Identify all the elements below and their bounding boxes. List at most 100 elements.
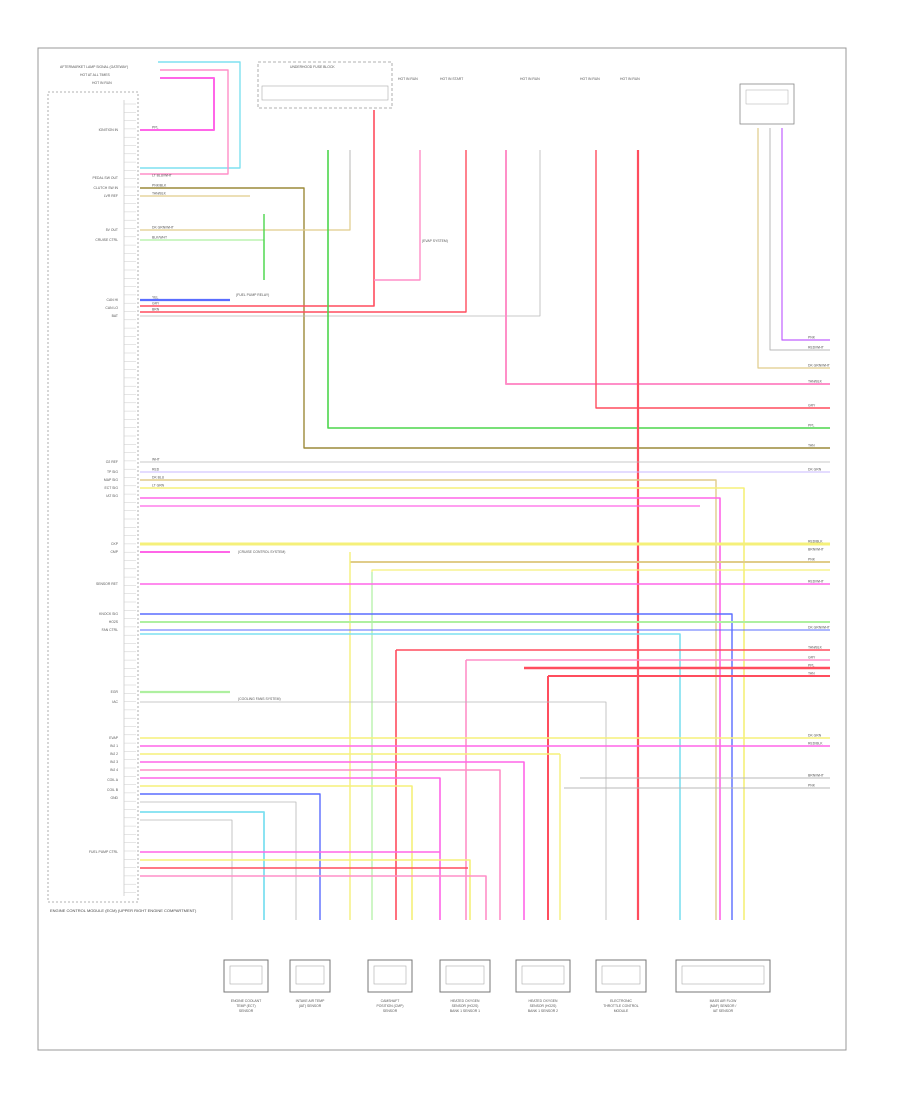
wire — [505, 150, 830, 385]
component-label: (IAT) SENSOR — [299, 1004, 322, 1008]
top-label-2: HOT AT ALL TIMES — [80, 73, 111, 77]
fuse-block-label: UNDERHOOD FUSE BLOCK — [290, 65, 335, 69]
wire — [374, 150, 421, 281]
right-wire-tag: PNK — [808, 558, 816, 562]
wire — [371, 569, 830, 572]
wire-tag: YEL — [152, 296, 159, 300]
right-wire-tag: TAN/BLK — [808, 380, 823, 384]
right-wire-tag: TAN/BLK — [808, 646, 823, 650]
wire — [140, 793, 321, 920]
wire-tag: PNK/BLK — [152, 184, 167, 188]
right-wire-tag: TAN — [808, 444, 815, 448]
ecm-pin-label: CAN HI — [107, 298, 119, 302]
component-label: ENGINE COOLANT — [231, 999, 261, 1003]
ecm-pin-label: PEDAL SW OUT — [93, 176, 119, 180]
wire — [140, 61, 241, 169]
wire — [140, 110, 375, 307]
ecm-pin-label: BAT — [112, 314, 118, 318]
right-wire-tag: BRN/WHT — [808, 774, 824, 778]
ecm-pin-label: CKP — [111, 542, 119, 546]
component-label: ELECTRONIC — [610, 999, 632, 1003]
wire — [781, 128, 830, 341]
ecm-pin-label: INJ 1 — [110, 744, 118, 748]
component-label: TEMP (ECT) — [236, 1004, 255, 1008]
wire-tag: TAN/BLK — [152, 192, 167, 196]
wire-tag: DK BLU — [152, 476, 165, 480]
ecm-pin-label: IAC — [112, 700, 118, 704]
top-label-3: HOT IN RUN — [92, 81, 112, 85]
wire — [140, 819, 233, 920]
wire — [140, 69, 229, 175]
sensor-component: MASS AIR FLOW(MAF) SENSOR /IAT SENSOR — [675, 959, 771, 1013]
wire — [140, 150, 541, 317]
ecm-label: ENGINE CONTROL MODULE (ECM) (UPPER RIGHT… — [50, 908, 197, 913]
wire — [140, 811, 265, 920]
component-label: HEATED OXYGEN — [529, 999, 559, 1003]
right-wire-tag: GRY — [808, 404, 816, 408]
ecm-pin-label: INJ 4 — [110, 768, 118, 772]
right-wire-tag: PPL — [808, 424, 815, 428]
callout-cruise: (CRUISE CONTROL SYSTEM) — [238, 550, 285, 554]
ecm-pin-label: KNOCK SIG — [99, 612, 118, 616]
ecm-pin-label: HO2S — [109, 620, 119, 624]
wire-tag: WHT — [152, 458, 160, 462]
wire — [140, 801, 297, 920]
right-wire-tag: DK GRN/WHT — [808, 364, 830, 368]
component-label: IAT SENSOR — [713, 1009, 734, 1013]
fuse-label-3: HOT IN RUN — [520, 77, 540, 81]
component-label: SENSOR — [239, 1009, 254, 1013]
component-label: BANK 1 SENSOR 1 — [450, 1009, 480, 1013]
relay-box — [739, 83, 795, 125]
ecm-pin-label: ECT SIG — [104, 486, 118, 490]
component-label: CAMSHAFT — [381, 999, 400, 1003]
ecm-pin-label: 5V OUT — [106, 228, 118, 232]
diagram-frame — [37, 47, 847, 1051]
component-label: MODULE — [614, 1009, 629, 1013]
top-label-1: AFTERMARKET LAMP SIGNAL (GATEWAY) — [60, 65, 128, 69]
right-wire-tag: DK GRN — [808, 468, 822, 472]
wire-tag: GRY — [152, 302, 160, 306]
component-label: SENSOR (HO2S) — [530, 1004, 557, 1008]
wire — [140, 187, 830, 449]
ecm-module — [47, 91, 139, 903]
right-wire-tag: DK GRN/WHT — [808, 626, 830, 630]
wire-tag: LT BLU/WHT — [152, 174, 172, 178]
fuse-label-2: HOT IN START — [440, 77, 463, 81]
component-label: POSITION (CMP) — [377, 1004, 404, 1008]
right-wire-tag: RED/WHT — [808, 346, 824, 350]
wire — [140, 701, 607, 920]
wire — [140, 479, 717, 920]
fuse-label-4: HOT IN RUN — [580, 77, 600, 81]
ecm-pin-label: IGNITION IN — [99, 128, 119, 132]
wire — [140, 633, 681, 920]
right-wire-tag: DK GRN — [808, 734, 822, 738]
wire-tag: BLK/WHT — [152, 236, 167, 240]
wire — [327, 150, 830, 429]
wire — [595, 150, 830, 409]
ecm-pin-label: INJ 2 — [110, 752, 118, 756]
callout-fans: (COOLING FANS SYSTEM) — [238, 697, 281, 701]
right-wire-tag: PNK — [808, 336, 816, 340]
ecm-pin-label: FAN CTRL — [102, 628, 119, 632]
fuse-label-5: HOT IN RUN — [620, 77, 640, 81]
ecm-pin-label: TP SIG — [107, 470, 118, 474]
component-label: THROTTLE CONTROL — [603, 1004, 639, 1008]
wire — [140, 239, 265, 280]
right-wire-tag: PNK — [808, 784, 816, 788]
wire — [140, 170, 351, 231]
ecm-pin-label: MAP SIG — [104, 478, 118, 482]
right-wire-tag: RED/BLK — [808, 540, 823, 544]
wire — [140, 875, 487, 920]
ecm-pin-label: FUEL PUMP CTRL — [89, 850, 118, 854]
component-label: SENSOR — [383, 1009, 398, 1013]
ecm-pin-label: CAN LO — [105, 306, 118, 310]
wire-tag: BRN — [152, 308, 160, 312]
wire — [757, 128, 830, 369]
ecm-pin-label: CRUISE CTRL — [95, 238, 118, 242]
ecm-pin-label: CLUTCH SW IN — [94, 186, 119, 190]
component-label: INTAKE AIR TEMP — [296, 999, 325, 1003]
